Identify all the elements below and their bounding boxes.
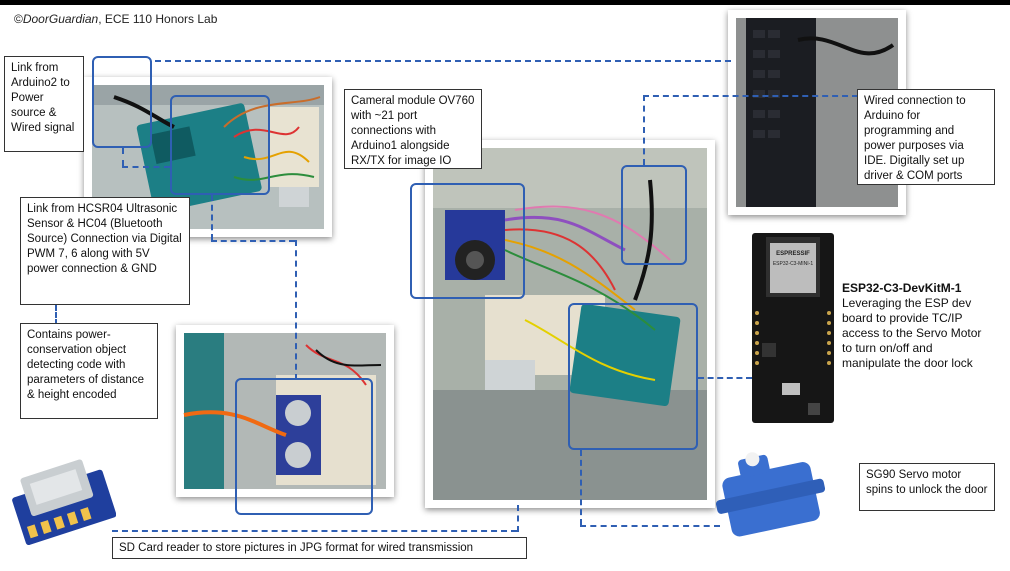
highlight-arduino1 <box>568 303 698 450</box>
camera-arduino1-image <box>425 140 715 508</box>
highlight-ultrasonic <box>235 378 373 515</box>
label-hcsr04: Link from HCSR04 Ultrasonic Sensor & HC0… <box>20 197 190 305</box>
highlight-camera <box>410 183 525 299</box>
connector <box>112 530 517 532</box>
label-camera: Cameral module OV760 with ~21 port conne… <box>344 89 482 169</box>
label-power-conservation: Contains power-conservation object detec… <box>20 323 158 419</box>
highlight-usb-cable <box>621 165 687 265</box>
esp32-title: ESP32-C3-DevKitM-1 <box>842 281 962 295</box>
label-link-arduino2: Link from Arduino2 to Power source & Wir… <box>4 56 84 152</box>
esp-model-text: ESP32-C3-MINI-1 <box>773 261 814 267</box>
connector <box>580 450 582 525</box>
connector <box>55 305 57 325</box>
photo-ultrasonic <box>176 325 394 497</box>
highlight-arduino2-board <box>170 95 270 195</box>
label-esp32: ESP32-C3-DevKitM-1 Leveraging the ESP de… <box>835 276 993 392</box>
esp32-body: Leveraging the ESP dev board to provide … <box>842 296 982 370</box>
label-sd-card: SD Card reader to store pictures in JPG … <box>112 537 527 559</box>
connector <box>643 95 645 165</box>
connector <box>517 505 519 532</box>
connector <box>122 166 170 168</box>
connector <box>643 95 858 97</box>
top-bar <box>0 0 1010 5</box>
connector <box>580 525 720 527</box>
connector <box>211 240 295 242</box>
servo-motor <box>716 443 838 553</box>
label-servo: SG90 Servo motor spins to unlock the doo… <box>859 463 995 511</box>
ultrasonic-image <box>176 325 394 497</box>
highlight-arduino2-cable <box>92 56 152 148</box>
label-wired-connection: Wired connection to Arduino for programm… <box>857 89 995 185</box>
brand-name: DoorGuardian <box>22 12 99 26</box>
sd-card-reader <box>6 453 116 545</box>
credit-line: ©DoorGuardian, ECE 110 Honors Lab <box>14 12 218 26</box>
connector <box>295 240 297 380</box>
connector <box>211 195 213 240</box>
connector <box>698 377 752 379</box>
connector <box>155 60 731 62</box>
esp32-board: ESPRESSIF ESP32-C3-MINI-1 <box>752 233 834 423</box>
connector <box>122 148 124 166</box>
photo-camera-arduino1 <box>425 140 715 508</box>
esp-brand-text: ESPRESSIF <box>776 251 810 257</box>
